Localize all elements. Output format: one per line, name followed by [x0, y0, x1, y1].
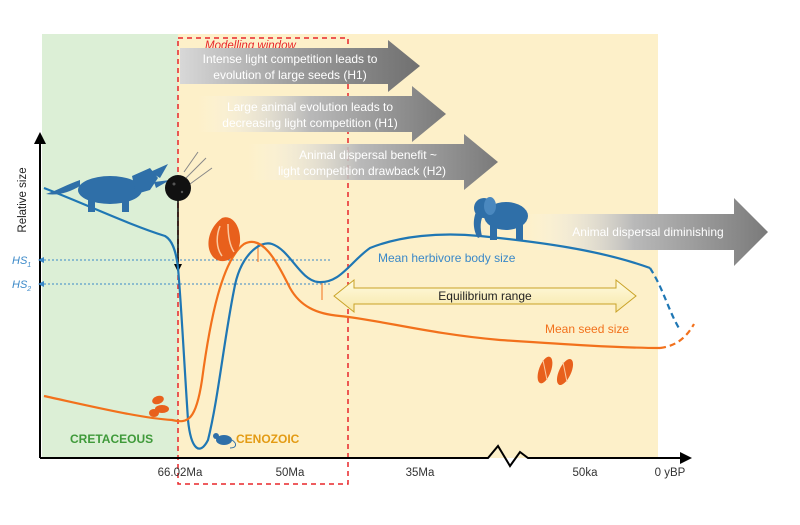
- cenozoic-label: CENOZOIC: [236, 432, 300, 446]
- hs1-label: HS1: [12, 255, 31, 269]
- herbivore-curve-tail: [649, 267, 681, 331]
- arrow-h2-dispersal-line2: light competition drawback (H2): [278, 164, 446, 178]
- tick-50ma: 50Ma: [276, 467, 305, 479]
- elephant-icon: [473, 197, 528, 240]
- arrow-h1-animals-line1: Large animal evolution leads to: [227, 100, 393, 114]
- arrow-h1-seeds: Intense light competition leads to evolu…: [180, 40, 420, 92]
- hs2-label: HS2: [12, 279, 31, 293]
- herbivore-curve: [43, 186, 651, 450]
- y-axis-label: Relative size: [17, 167, 29, 232]
- tick-0ybp: 0 yBP: [655, 467, 686, 479]
- arrow-diminishing-label: Animal dispersal diminishing: [572, 225, 723, 239]
- cretaceous-background: [42, 34, 178, 458]
- arrow-diminishing: Animal dispersal diminishing: [524, 198, 768, 266]
- tick-50ka: 50ka: [573, 467, 599, 479]
- seed-curve: [43, 240, 661, 423]
- seed-curve-tail: [659, 323, 695, 350]
- herbivore-curve-label: Mean herbivore body size: [378, 251, 516, 265]
- cluster-seed-icon: [149, 395, 169, 417]
- cretaceous-label: CRETACEOUS: [70, 432, 153, 446]
- tick-35ma: 35Ma: [406, 467, 435, 479]
- small-seed-icon: [537, 356, 574, 385]
- triceratops-icon: [46, 164, 170, 212]
- arrow-h1-animals-line2: decreasing light competition (H1): [222, 116, 397, 130]
- arrow-h2-dispersal: Animal dispersal benefit ~ light competi…: [248, 134, 498, 190]
- mouse-icon: [213, 433, 237, 449]
- arrow-h1-seeds-line2: evolution of large seeds (H1): [213, 68, 366, 82]
- equilibrium-range-label: Equilibrium range: [438, 289, 532, 303]
- x-axis: [40, 444, 682, 468]
- y-axis-arrowhead: [34, 132, 46, 144]
- tick-66ma: 66.02Ma: [158, 467, 203, 479]
- x-axis-arrowhead: [680, 452, 692, 464]
- arrow-h1-animals: Large animal evolution leads to decreasi…: [198, 86, 446, 142]
- seed-curve-label: Mean seed size: [545, 322, 629, 336]
- equilibrium-range-arrow: Equilibrium range: [333, 278, 637, 314]
- asteroid-icon: [165, 151, 213, 201]
- large-seed-icon: [208, 217, 241, 262]
- arrow-h1-seeds-line1: Intense light competition leads to: [203, 52, 378, 66]
- arrow-h2-dispersal-line1: Animal dispersal benefit ~: [299, 148, 437, 162]
